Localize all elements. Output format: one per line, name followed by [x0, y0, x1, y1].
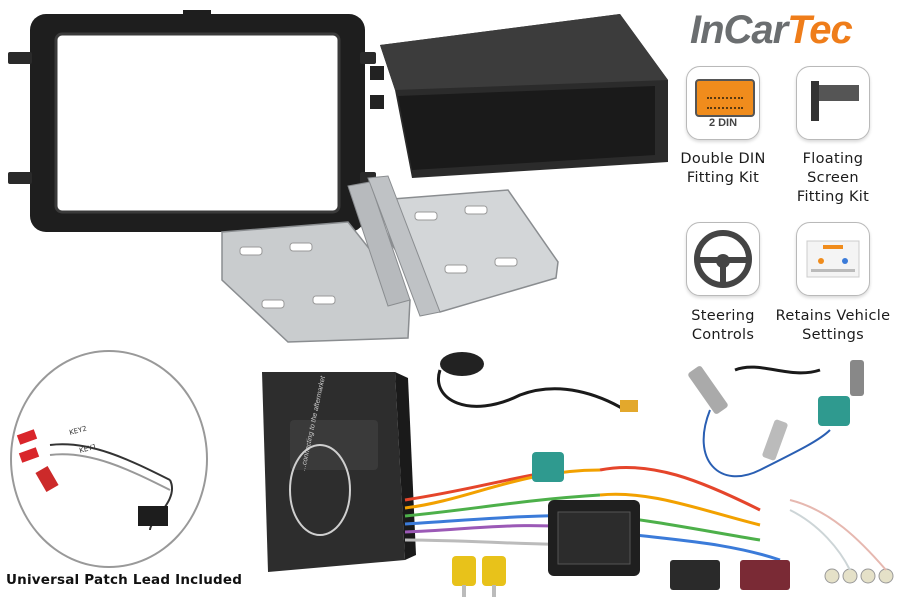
rca-connectors — [452, 556, 506, 597]
double-din-label-line2: Fitting Kit — [686, 170, 760, 186]
antenna-adapter — [688, 360, 864, 478]
svg-text:KEY2: KEY2 — [68, 425, 87, 437]
floating-screen-label-line2: Screen — [807, 170, 859, 186]
retains-settings-label-line1: Retains Vehicle — [775, 308, 891, 324]
patch-lead-illustration: KEY2 KEY1 — [16, 425, 173, 531]
floating-screen-feature — [796, 66, 870, 140]
retains-settings-label: Retains Vehicle Settings — [768, 307, 898, 345]
iso-connectors — [670, 560, 790, 590]
retains-settings-label-line2: Settings — [802, 327, 864, 343]
steering-wheel-icon — [694, 230, 752, 288]
steering-interface-box — [262, 372, 416, 572]
gps-antenna-cable — [437, 352, 638, 412]
double-din-badge: 2 DIN — [708, 117, 738, 129]
wiring-loom — [404, 465, 781, 562]
floating-screen-icon — [811, 81, 819, 121]
floating-screen-label: Floating Screen Fitting Kit — [768, 150, 898, 207]
storage-pocket — [370, 14, 668, 178]
double-din-label-line1: Double DIN — [680, 151, 766, 167]
floating-screen-label-line1: Floating — [802, 151, 864, 167]
patch-lead-caption: Universal Patch Lead Included — [6, 572, 243, 588]
side-brackets — [221, 175, 559, 343]
speaker-plugs — [789, 499, 894, 584]
floating-screen-label-line3: Fitting Kit — [796, 189, 870, 205]
double-din-icon — [695, 79, 755, 117]
patch-lead-inset — [10, 350, 208, 568]
svg-text:KEY1: KEY1 — [78, 443, 97, 455]
climate-feature — [796, 222, 870, 296]
fakra-connectors — [532, 396, 850, 482]
brand-logo-part2: Tec — [787, 8, 852, 52]
steering-label-line1: Steering — [691, 308, 755, 324]
steering-label-line2: Controls — [691, 327, 755, 343]
brand-logo: InCarTec — [690, 8, 853, 53]
brand-logo-part1: InCar — [690, 8, 788, 52]
steering-feature — [686, 222, 760, 296]
steering-label: Steering Controls — [658, 307, 788, 345]
double-din-feature: 2 DIN — [686, 66, 760, 140]
double-din-label: Double DIN Fitting Kit — [658, 150, 788, 188]
quadlock-connector — [548, 500, 640, 576]
climate-settings-icon — [806, 240, 860, 278]
double-din-fascia — [8, 10, 376, 232]
